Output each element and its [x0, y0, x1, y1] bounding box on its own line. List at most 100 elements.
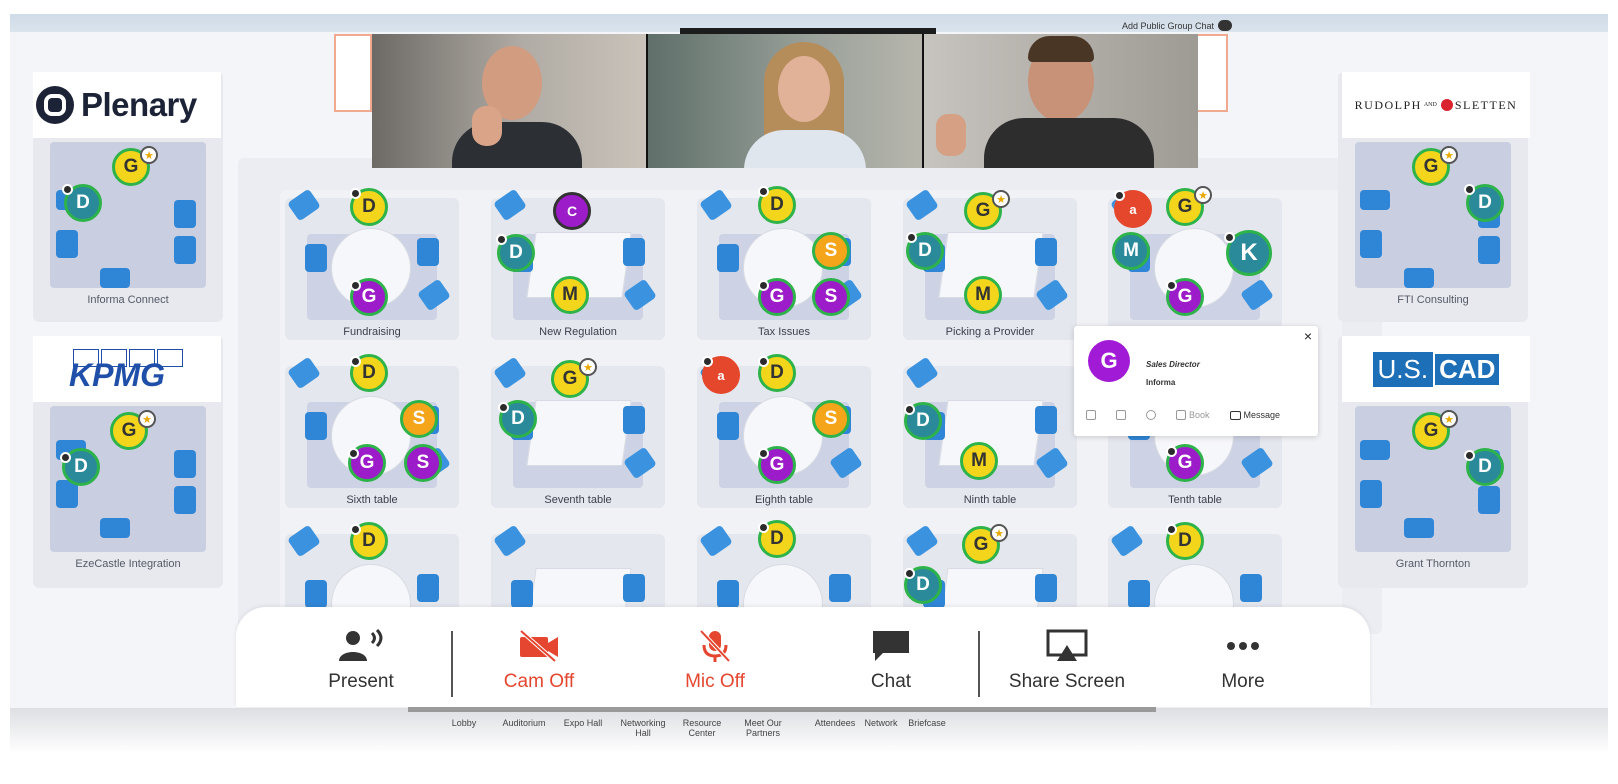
chair — [1404, 268, 1434, 288]
nav-networking-hall[interactable]: Networking Hall — [620, 718, 666, 738]
nav-meet-our-partners[interactable]: Meet Our Partners — [744, 718, 782, 738]
attendee-avatar[interactable]: M — [960, 442, 998, 480]
attendee-avatar[interactable]: D — [904, 566, 942, 604]
attendee-avatar[interactable]: S — [812, 400, 850, 438]
chair — [1035, 574, 1057, 602]
chair — [174, 236, 196, 264]
message-button[interactable]: Message — [1229, 410, 1280, 420]
book-button[interactable]: Book — [1176, 410, 1210, 420]
present-icon — [286, 629, 436, 663]
video-tile-2[interactable] — [648, 34, 924, 168]
cam-off-button[interactable]: Cam Off — [464, 629, 614, 699]
website-icon[interactable] — [1146, 410, 1156, 420]
add-public-group-chat[interactable]: Add Public Group Chat — [1122, 20, 1233, 31]
mic-off-button[interactable]: Mic Off — [640, 629, 790, 699]
stage-top-bar — [680, 28, 936, 36]
camera-icon — [350, 356, 361, 367]
sletten-text: SLETTEN — [1454, 97, 1518, 112]
attendee-avatar[interactable]: D — [350, 354, 388, 392]
attendee-avatar[interactable]: G — [758, 446, 796, 484]
chair — [56, 480, 78, 508]
table-label: Ninth table — [963, 494, 1017, 506]
chair — [1360, 480, 1382, 508]
camera-icon — [904, 404, 915, 415]
popup-company: Informa — [1146, 378, 1176, 387]
more-button[interactable]: More — [1168, 629, 1318, 699]
present-button[interactable]: Present — [286, 629, 436, 699]
camera-icon — [1464, 450, 1475, 461]
calendar-icon — [1176, 410, 1186, 420]
close-icon[interactable]: × — [1303, 328, 1312, 344]
attendee-avatar[interactable]: D — [904, 402, 942, 440]
star-badge-icon: ★ — [1440, 410, 1458, 428]
uscad-cad: CAD — [1435, 353, 1500, 385]
attendee-avatar[interactable]: G — [1412, 148, 1450, 186]
stage-card-right — [1198, 34, 1228, 112]
uscad-logo: U.S. CAD — [1342, 336, 1530, 402]
nav-resource-center[interactable]: Resource Center — [682, 718, 722, 738]
video-tile-3[interactable] — [924, 34, 1198, 168]
booth-label: Informa Connect — [87, 294, 169, 306]
chair — [100, 268, 130, 288]
nav-auditorium[interactable]: Auditorium — [502, 718, 546, 728]
chair — [174, 486, 196, 514]
booth-label: EzeCastle Integration — [75, 558, 181, 570]
chair — [305, 244, 327, 272]
star-badge-icon: ★ — [1194, 186, 1212, 204]
attendee-avatar[interactable]: S — [812, 278, 850, 316]
participant-body — [744, 130, 866, 168]
attendee-avatar[interactable]: D — [1466, 448, 1504, 486]
toolbar-divider — [451, 631, 453, 697]
chair — [305, 412, 327, 440]
attendee-avatar[interactable]: G — [110, 412, 148, 450]
booth-ezecastle[interactable]: KPMG EzeCastle Integration — [33, 336, 223, 588]
attendee-avatar[interactable]: D — [499, 400, 537, 438]
camera-icon — [1166, 446, 1177, 457]
rudolph-and: AND — [1423, 102, 1437, 108]
attendee-avatar[interactable]: M — [964, 276, 1002, 314]
chair — [56, 230, 78, 258]
attendee-avatar[interactable]: G — [112, 148, 150, 186]
attendee-avatar[interactable]: S — [404, 444, 442, 482]
attendee-avatar[interactable]: M — [1112, 232, 1150, 270]
book-label: Book — [1189, 410, 1210, 420]
nav-lobby[interactable]: Lobby — [451, 718, 477, 728]
star-badge-icon: ★ — [992, 190, 1010, 208]
attendee-avatar[interactable]: D — [758, 354, 796, 392]
attendee-avatar[interactable]: G — [551, 360, 589, 398]
chat-label: Chat — [870, 671, 912, 692]
nav-network[interactable]: Network — [864, 718, 898, 728]
attendee-avatar[interactable]: S — [400, 400, 438, 438]
video-tile-1[interactable] — [372, 34, 648, 168]
chair — [100, 518, 130, 538]
participant-body — [984, 118, 1154, 168]
attendee-avatar[interactable]: C — [553, 192, 591, 230]
linkedin-icon[interactable] — [1086, 410, 1096, 420]
camera-icon — [758, 448, 769, 459]
attendee-avatar[interactable]: a — [702, 356, 740, 394]
camera-icon — [348, 448, 359, 459]
nav-expo-hall[interactable]: Expo Hall — [563, 718, 603, 728]
participant-hand — [472, 106, 502, 146]
share-screen-button[interactable]: Share Screen — [992, 629, 1142, 699]
attendee-avatar[interactable]: G — [1166, 444, 1204, 482]
share-screen-label: Share Screen — [1008, 671, 1126, 692]
nav-briefcase[interactable]: Briefcase — [908, 718, 946, 728]
booth-label: Grant Thornton — [1395, 558, 1471, 570]
chair — [1240, 574, 1262, 602]
chat-bubble-icon — [1218, 20, 1233, 31]
facebook-icon[interactable] — [1116, 410, 1126, 420]
attendee-avatar[interactable]: G — [758, 278, 796, 316]
camera-icon — [702, 356, 713, 367]
chat-button[interactable]: Chat — [816, 629, 966, 699]
participant-head — [778, 56, 830, 122]
attendee-avatar[interactable]: M — [551, 276, 589, 314]
chair — [1360, 190, 1390, 210]
attendee-avatar[interactable]: G — [350, 278, 388, 316]
nav-attendees[interactable]: Attendees — [814, 718, 856, 728]
camera-icon — [62, 184, 73, 195]
camera-icon — [1166, 280, 1177, 291]
attendee-avatar[interactable]: S — [812, 232, 850, 270]
chair — [829, 574, 851, 602]
